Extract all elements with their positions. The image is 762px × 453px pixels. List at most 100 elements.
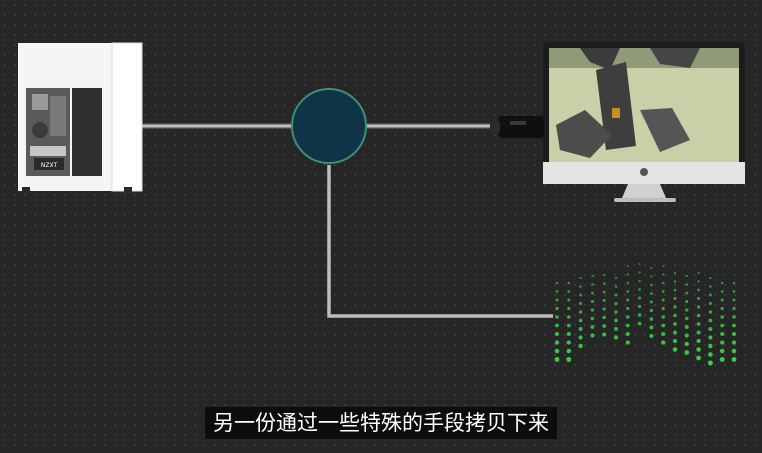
matrix-dot	[578, 310, 583, 314]
matrix-dot	[673, 297, 677, 300]
matrix-dot	[685, 299, 689, 304]
matrix-dot	[732, 306, 736, 311]
matrix-dot	[696, 338, 701, 344]
matrix-dot	[673, 313, 677, 318]
matrix-dot	[554, 348, 560, 354]
matrix-dot	[638, 279, 641, 283]
matrix-dot	[638, 288, 641, 291]
matrix-dot	[614, 293, 618, 297]
matrix-dot	[650, 283, 653, 287]
matrix-dot	[602, 307, 606, 311]
matrix-dot	[567, 315, 571, 319]
matrix-dot	[579, 301, 583, 306]
matrix-dot	[590, 325, 595, 329]
matrix-dot	[697, 288, 700, 292]
matrix-dot	[696, 330, 701, 335]
matrix-dot	[590, 299, 594, 304]
matrix-dot	[731, 348, 737, 354]
matrix-dot	[566, 357, 572, 362]
matrix-dot	[709, 276, 712, 280]
matrix-dot	[579, 293, 583, 297]
matrix-dot	[707, 360, 713, 366]
matrix-dot	[661, 290, 665, 293]
matrix-dot	[590, 308, 595, 312]
matrix-dot	[602, 324, 607, 328]
matrix-dot	[649, 325, 654, 330]
matrix-dot	[708, 310, 713, 314]
matrix-dot	[554, 357, 560, 362]
matrix-dot	[732, 323, 736, 328]
matrix-dot	[685, 274, 688, 278]
matrix-dot	[697, 280, 700, 283]
matrix-dot	[697, 297, 701, 300]
matrix-dot	[555, 315, 559, 319]
matrix-dot	[709, 285, 712, 288]
matrix-dot	[625, 323, 630, 328]
pc-tower-icon: NZXT	[18, 42, 143, 193]
matrix-dot	[661, 340, 666, 345]
matrix-dot	[661, 315, 665, 319]
matrix-dot	[626, 281, 630, 285]
matrix-dot	[673, 322, 677, 326]
matrix-dot	[697, 271, 700, 275]
matrix-dot	[662, 265, 665, 267]
matrix-dot	[555, 306, 559, 311]
matrix-dot	[626, 315, 630, 319]
matrix-dot	[590, 316, 595, 321]
matrix-dot	[708, 352, 713, 357]
matrix-dot	[626, 298, 630, 302]
cables	[140, 123, 553, 318]
matrix-dot	[626, 290, 630, 293]
matrix-dot	[614, 301, 618, 306]
matrix-dot	[650, 275, 653, 278]
matrix-dot	[719, 357, 725, 362]
matrix-dot	[638, 271, 641, 274]
matrix-dot	[567, 281, 571, 285]
matrix-dot	[673, 305, 677, 309]
matrix-dot	[661, 306, 665, 311]
matrix-dot	[566, 323, 571, 328]
matrix-dot	[638, 263, 641, 265]
matrix-dot	[555, 281, 559, 285]
matrix-dot	[708, 301, 712, 306]
matrix-dot	[637, 313, 642, 317]
matrix-dot	[566, 348, 572, 354]
matrix-dot	[649, 292, 653, 295]
matrix-dot	[567, 306, 571, 311]
matrix-dot	[708, 318, 713, 323]
matrix-dot	[684, 350, 690, 355]
matrix-dot	[649, 308, 654, 313]
matrix-dot	[696, 305, 701, 309]
matrix-dot	[602, 315, 606, 320]
matrix-dot	[650, 266, 653, 270]
matrix-dot	[662, 273, 665, 276]
matrix-dot	[590, 291, 594, 295]
matrix-dot	[696, 355, 702, 361]
matrix-dot	[708, 293, 712, 297]
matrix-dot	[614, 285, 618, 288]
matrix-dot	[613, 335, 619, 340]
matrix-dot	[649, 300, 653, 304]
matrix-dot	[554, 331, 560, 337]
matrix-dot	[637, 321, 642, 326]
hdmi-plug-icon	[490, 116, 544, 138]
matrix-dot	[732, 290, 736, 293]
matrix-dot	[603, 273, 606, 277]
matrix-dot	[555, 290, 559, 293]
matrix-dot	[554, 340, 560, 345]
matrix-dot	[566, 340, 571, 345]
matrix-dot	[685, 308, 689, 312]
matrix-dot	[672, 330, 678, 335]
matrix-dot	[685, 291, 689, 295]
matrix-dot	[614, 318, 618, 323]
matrix-dot	[720, 331, 725, 337]
matrix-dot	[578, 343, 583, 349]
matrix-dot	[661, 331, 666, 337]
matrix-dot	[579, 276, 582, 280]
matrix-dot	[719, 348, 725, 354]
matrix-dot	[614, 276, 618, 280]
matrix-dot	[602, 298, 606, 303]
matrix-dot	[626, 265, 629, 267]
matrix-dot	[661, 298, 665, 302]
